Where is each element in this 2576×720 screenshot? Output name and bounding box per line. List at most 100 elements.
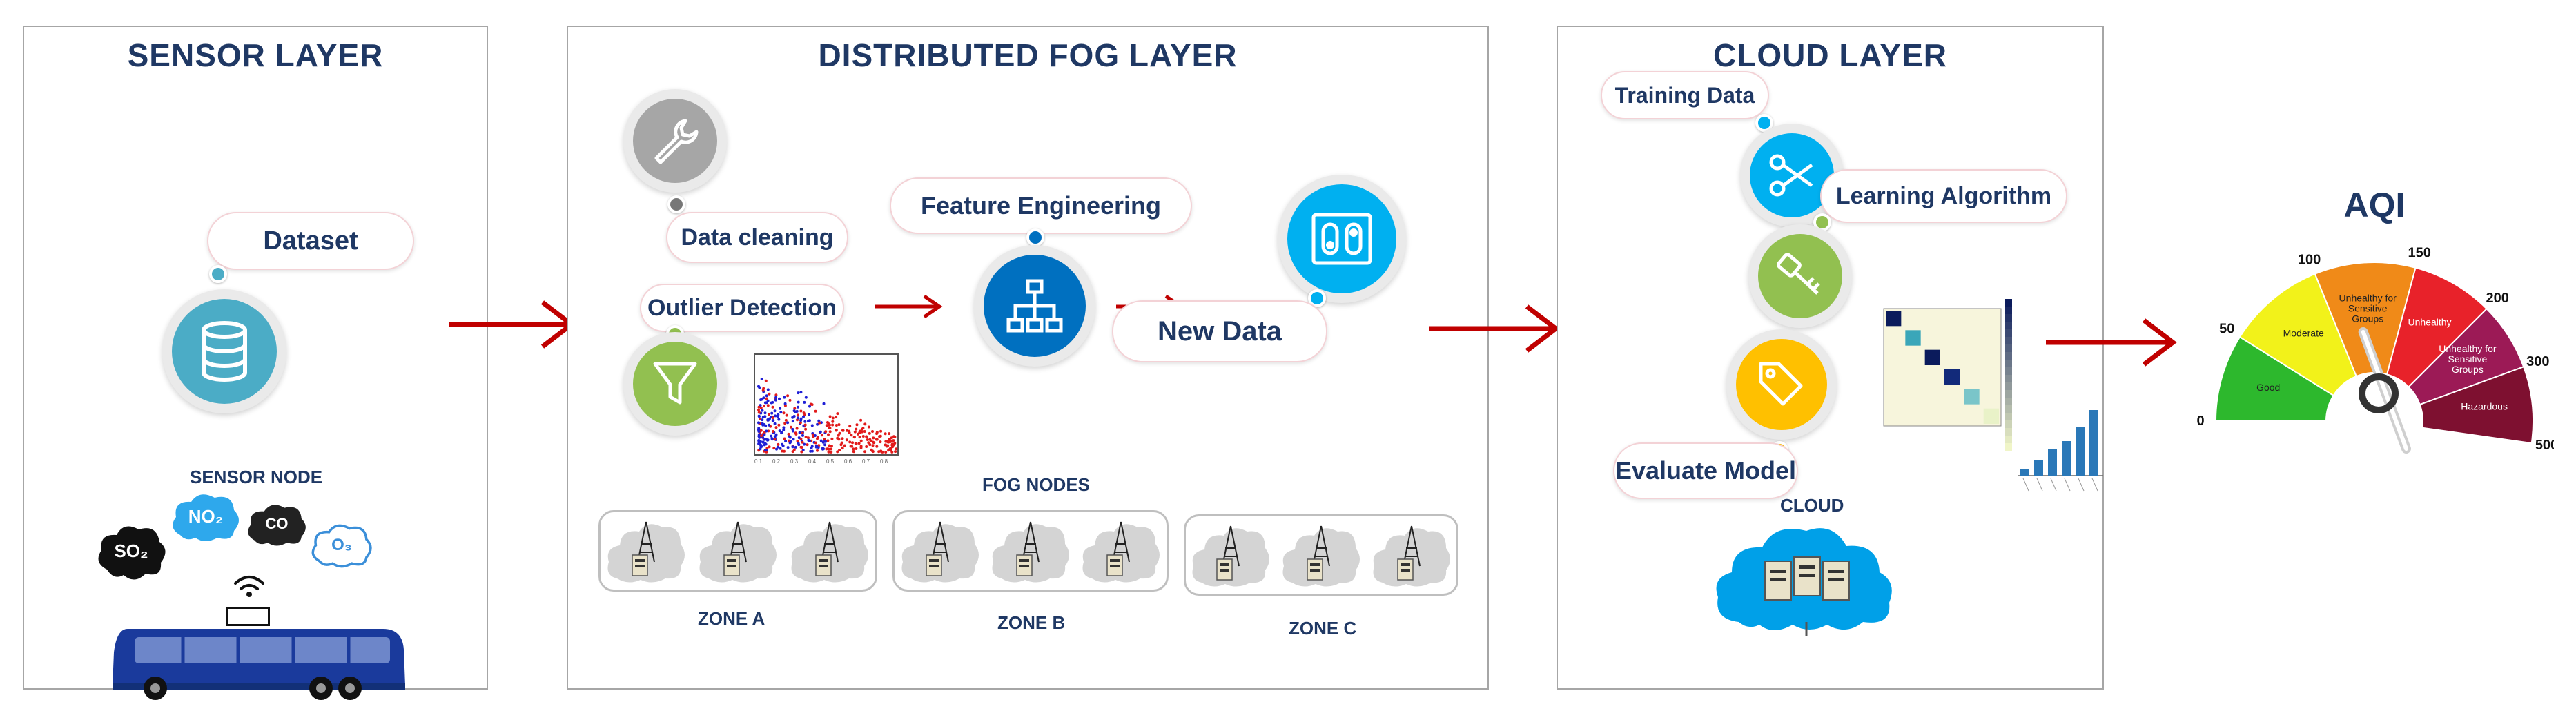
scatter-point [801,431,804,435]
colorbar-segment [2005,367,2012,375]
fog-node-icon [788,516,871,585]
svg-text:0.1: 0.1 [754,458,763,465]
scatter-point [867,425,870,429]
scatter-point [807,436,810,440]
scatter-point [774,393,778,397]
scatter-point [777,445,780,449]
scatter-point [845,438,848,442]
scatter-point [786,446,790,449]
scatter-point [846,429,848,432]
scatter-point [774,433,778,436]
learning-algorithm-pill: Learning Algorithm [1820,169,2067,223]
scatter-point [868,443,872,447]
scatter-point [879,429,883,433]
arrow-fog-to-cloud [1429,304,1560,353]
cloud-layer-title: CLOUD LAYER [1713,37,1947,73]
scatter-point [827,433,830,436]
scatter-point [792,438,795,441]
matrix-colorbar [2005,299,2012,451]
colorbar-segment [2005,382,2012,390]
aqi-tick-label: 0 [2196,413,2204,429]
scatter-point [759,434,763,438]
scatter-point [868,431,871,435]
data-cleaning-pill: Data cleaning [666,212,848,263]
scatter-point [798,431,801,434]
outlier-detection-circle [623,332,727,436]
scatter-point [766,404,770,407]
scatter-point [810,403,814,407]
scatter-point [837,434,840,437]
scatter-point [860,430,863,434]
colorbar-segment [2005,375,2012,382]
scatter-point [765,438,768,441]
scatter-point [795,409,799,413]
scatter-point [879,434,882,438]
scatter-point [819,430,822,434]
scatter-point [892,443,895,447]
colorbar-segment [2005,307,2012,314]
co-cloud-icon [248,505,306,546]
scatter-point [788,398,792,402]
scatter-point [791,450,794,454]
scatter-point [780,431,783,435]
scatter-point [843,444,846,447]
scatter-point [789,425,792,429]
scatter-point [772,419,775,422]
scatter-point [822,402,826,405]
aqi-segment [2214,335,2335,422]
matrix-frame [1883,308,2002,427]
scatter-point [804,436,808,438]
matrix-cell [1924,349,1940,365]
aqi-segment [2419,366,2534,445]
zone-c-label: ZONE C [1289,618,1357,639]
scatter-point [757,421,760,425]
scatter-point [758,436,761,439]
feature-engineering-dot [1026,228,1044,246]
scatter-point [799,417,803,420]
tags-icon [1759,362,1803,406]
scatter-point [775,447,778,451]
scatter-point [791,429,794,433]
svg-text:0.4: 0.4 [808,458,817,465]
scatter-point [855,427,858,431]
scatter-point [836,412,839,416]
scatter-point [763,411,767,415]
colorbar-segment [2005,390,2012,398]
scatter-point [830,447,833,451]
scatter-point [797,416,799,420]
svg-text:0.6: 0.6 [844,458,852,465]
aqi-tick-label: 150 [2408,246,2431,261]
minibar-tick-label [2091,478,2098,492]
scatter-point [808,419,811,422]
scatter-point [817,446,820,449]
scatter-point [866,436,868,439]
scatter-point [838,449,841,451]
scatter-point [831,423,835,427]
scatter-point [773,422,777,425]
scatter-point [760,445,763,448]
scatter-point [810,424,814,427]
scatter-point [831,416,835,420]
colorbar-segment [2005,436,2012,443]
scatter-point [859,439,863,442]
scatter-point [762,387,765,390]
scatter-point [782,411,786,415]
scatter-point [765,429,768,433]
scatter-point [760,378,763,380]
scatter-point [853,430,857,434]
scatter-point [759,441,762,445]
svg-text:0.3: 0.3 [790,458,799,465]
scatter-point [886,440,889,443]
minibar-tick-label [2022,478,2029,492]
scatter-point [792,409,796,413]
scatter-point [826,439,830,442]
scatter-point [800,450,803,454]
scatter-point [852,436,856,439]
scatter-point [836,450,839,454]
fog-node-icon [1370,520,1453,590]
scatter-point [799,391,803,394]
colorbar-segment [2005,398,2012,405]
scatter-point [879,449,883,453]
scatter-point [763,401,767,405]
